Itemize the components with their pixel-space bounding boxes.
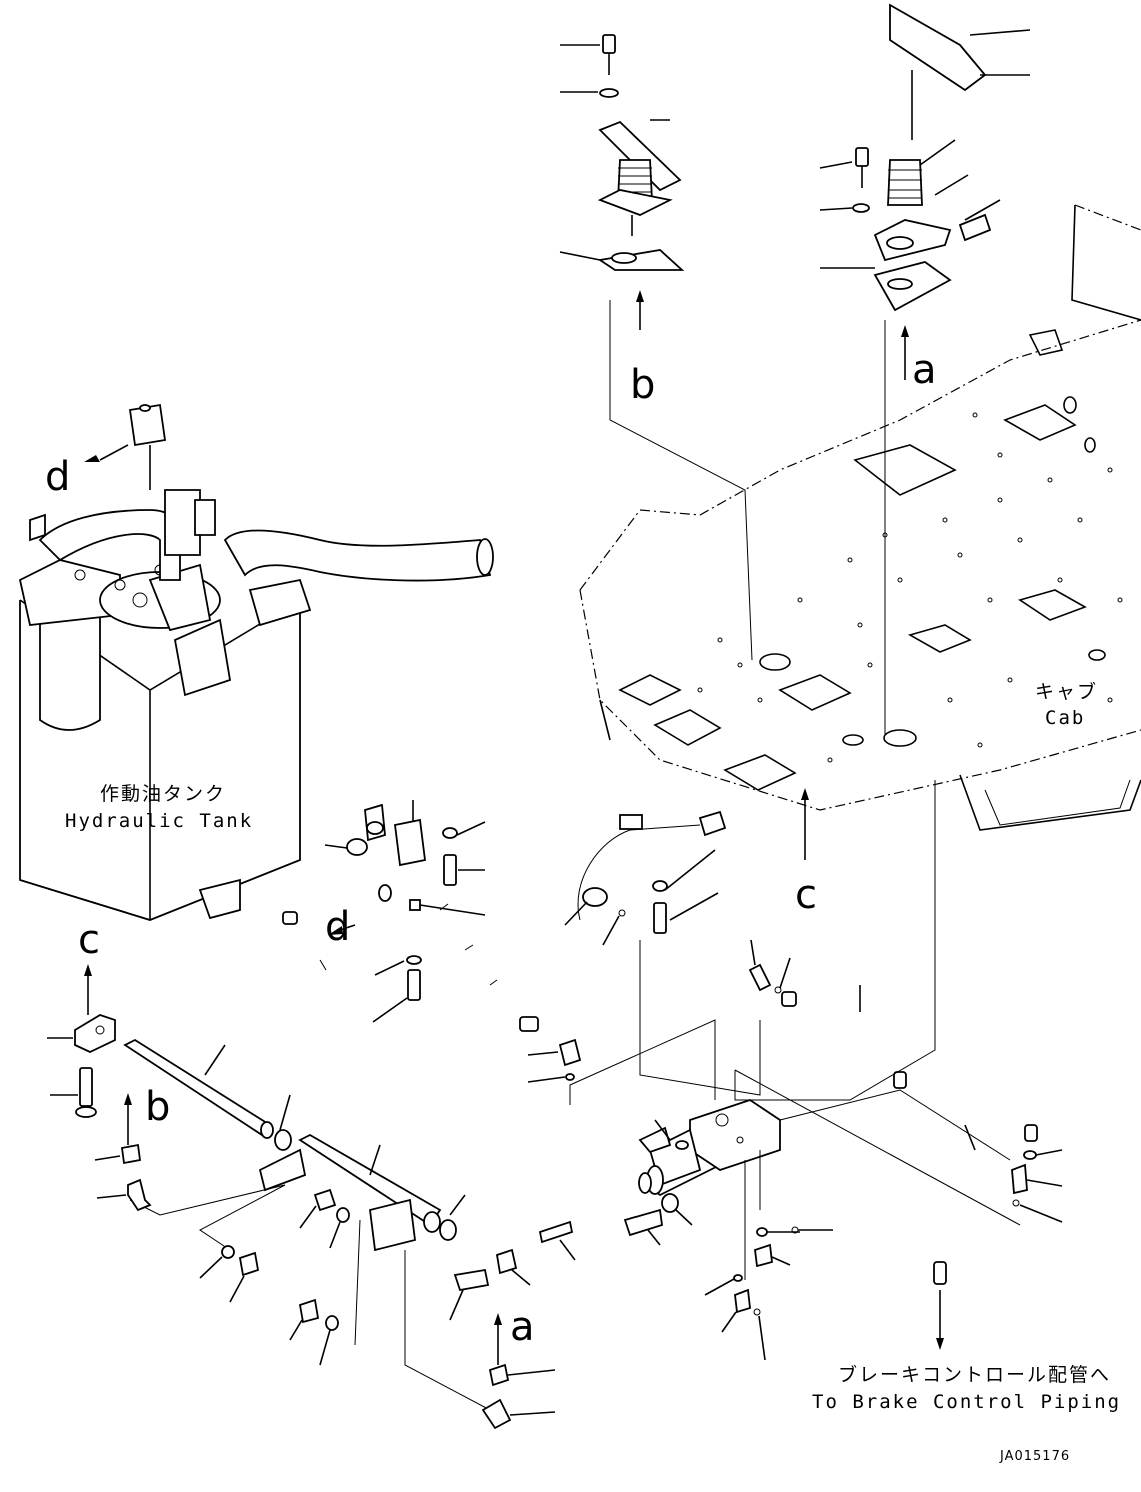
label-letter-b-block: b bbox=[145, 1084, 170, 1130]
hose-right bbox=[781, 991, 907, 1089]
leader-pedal-b bbox=[609, 300, 753, 661]
brake-valve bbox=[638, 1099, 781, 1197]
caption-cab-en: Cab bbox=[1045, 707, 1085, 729]
pedal-b-assembly bbox=[559, 34, 685, 330]
block-c bbox=[47, 964, 132, 1145]
label-letter-a-bottom: a bbox=[510, 1304, 535, 1350]
label-letter-d-hose: d bbox=[325, 904, 350, 950]
hydraulic-tank bbox=[18, 403, 494, 921]
hose-d bbox=[282, 870, 541, 1032]
hose-lower-right bbox=[933, 1124, 1038, 1350]
caption-cab-jp: キャブ bbox=[1035, 680, 1098, 703]
cab-floor bbox=[579, 204, 1141, 831]
pedal-linkage bbox=[123, 1038, 491, 1411]
label-letter-c-cab: c bbox=[795, 872, 817, 918]
caption-hydraulic-tank-en: Hydraulic Tank bbox=[65, 810, 253, 832]
fasteners bbox=[94, 788, 1063, 1430]
caption-hydraulic-tank-jp: 作動油タンク bbox=[100, 783, 226, 805]
label-letter-a-top: a bbox=[912, 347, 937, 393]
drawing-code: JA015176 bbox=[999, 1449, 1070, 1464]
leader-valve-network bbox=[569, 1019, 716, 1105]
label-letter-b-top: b bbox=[630, 362, 655, 408]
label-letter-d-tank: d bbox=[45, 454, 70, 500]
caption-brake-piping-en: To Brake Control Piping bbox=[812, 1391, 1121, 1413]
label-letter-c-block: c bbox=[78, 917, 100, 963]
pedal-a-assembly bbox=[819, 3, 1031, 380]
caption-brake-piping-jp: ブレーキコントロール配管へ bbox=[838, 1363, 1111, 1386]
